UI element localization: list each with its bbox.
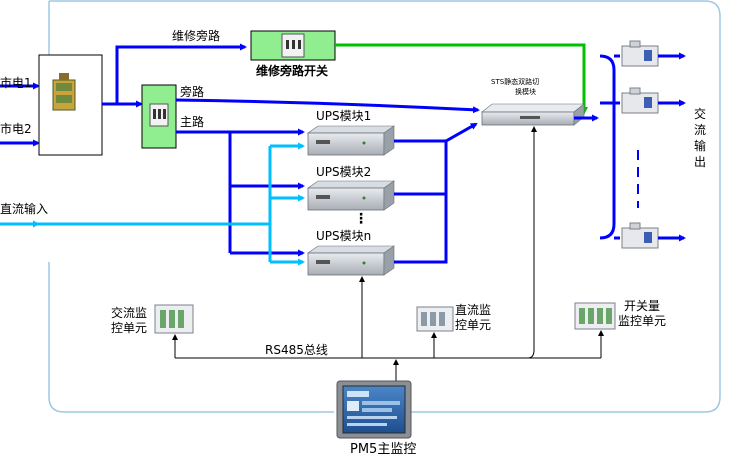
- main-path-label: 主路: [180, 115, 205, 129]
- bypass-line: [175, 98, 480, 114]
- sts-label-line2: 换模块: [515, 88, 536, 96]
- dc-monitor-label-2: 控单元: [455, 318, 492, 332]
- output-breaker-n: [621, 222, 659, 249]
- bypass-switch-icon: [149, 103, 169, 127]
- ups-module-1-device: [307, 125, 395, 156]
- ups-module-2-device: [307, 180, 395, 211]
- ups1-output: [394, 122, 478, 143]
- rs485-bus-label: RS485总线: [265, 343, 328, 357]
- main-monitor-label: PM5主监控: [350, 442, 417, 457]
- ups-module-2-label: UPS模块2: [316, 165, 372, 179]
- ac-monitor-label-2: 控单元: [111, 321, 148, 335]
- pm5-main-monitor-device: [336, 380, 412, 439]
- output-breaker-2: [621, 87, 659, 114]
- ups-module-1-label: UPS模块1: [316, 109, 372, 123]
- dc-monitor-label-1: 直流监: [455, 303, 492, 317]
- input-switch-icon: [52, 73, 76, 111]
- ups-module-n-device: [307, 245, 395, 276]
- ac-monitor-label-1: 交流监: [111, 306, 148, 320]
- ups-module-n-label: UPS模块n: [316, 229, 372, 243]
- switch-monitor-label-1: 开关量: [624, 299, 661, 313]
- sts-label-line1: STS静态双路切: [491, 78, 540, 86]
- mains2-label: 市电2: [0, 122, 32, 136]
- mains1-label: 市电1: [0, 76, 32, 90]
- bus-to-sts: [527, 126, 537, 359]
- ups2-output: [394, 141, 448, 196]
- dc-monitor-device: [416, 306, 454, 332]
- ups-ellipsis: ⋮: [354, 211, 368, 227]
- ac-monitor-device: [154, 304, 194, 334]
- output-breaker-1: [621, 40, 659, 67]
- output-bracket: [599, 54, 616, 240]
- upsn-output: [394, 194, 448, 264]
- bypass-label: 旁路: [180, 85, 205, 99]
- maint-output-line: [335, 43, 588, 115]
- dc-input-label: 直流输入: [0, 202, 49, 216]
- switch-monitor-device: [574, 302, 616, 330]
- maint-bypass-label: 维修旁路: [172, 29, 221, 43]
- ac-output-label: 交 流 输 出: [693, 107, 706, 169]
- switch-monitor-label-2: 监控单元: [618, 314, 667, 328]
- maint-switch-icon: [281, 33, 305, 58]
- maint-switch-label: 维修旁路开关: [256, 64, 329, 78]
- sts-device: [481, 103, 585, 126]
